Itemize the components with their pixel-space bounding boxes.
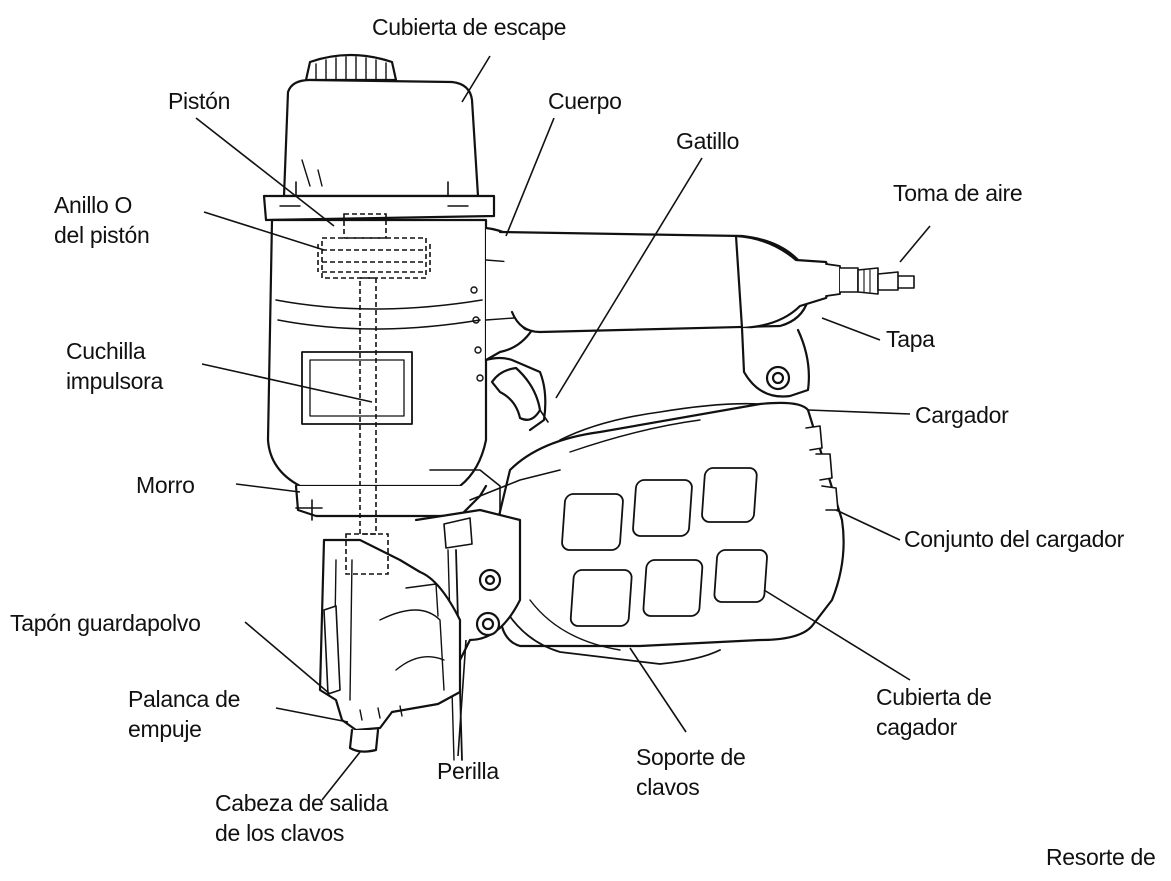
magazine-bracket <box>740 326 810 398</box>
label-push-lever: Palanca de empuje <box>128 686 241 742</box>
trigger-guard <box>484 356 547 432</box>
exhaust-cover <box>282 78 480 198</box>
leader-lines <box>195 55 931 801</box>
label-knob: Perilla <box>437 758 499 784</box>
label-piston: Pistón <box>168 88 231 114</box>
nail-outlet <box>348 728 380 753</box>
label-nail-holder: Soporte de clavos <box>636 744 746 800</box>
trigger <box>490 366 542 421</box>
label-cap: Tapa <box>886 326 935 352</box>
air-fitting <box>857 267 879 295</box>
label-nose: Morro <box>136 472 195 498</box>
label-magazine-assembly: Conjunto del cargador <box>904 526 1125 552</box>
label-magazine-cover: Cubierta de cagador <box>876 684 992 740</box>
end-cap <box>734 234 832 330</box>
exhaust-cap <box>304 53 398 82</box>
cylinder-flange <box>262 194 496 222</box>
label-spring: Resorte de <box>1046 844 1156 870</box>
dust-cap <box>323 605 341 695</box>
piston-internals <box>317 213 431 575</box>
label-driver-blade: Cuchilla impulsora <box>66 338 164 394</box>
label-air-inlet: Toma de aire <box>893 180 1023 206</box>
magazine-cover-panels <box>561 467 768 627</box>
lower-nose <box>318 538 462 732</box>
label-trigger: Gatillo <box>676 128 740 154</box>
magazine <box>496 401 845 648</box>
label-exhaust-cover: Cubierta de escape <box>372 14 567 40</box>
label-piston-o-ring: Anillo O del pistón <box>54 192 150 248</box>
cylinder-body <box>266 218 488 488</box>
label-dust-cap: Tapón guardapolvo <box>10 610 201 636</box>
label-nail-outlet: Cabeza de salida de los clavos <box>215 790 388 846</box>
nail-holder <box>499 599 721 665</box>
label-magazine: Cargador <box>915 402 1009 428</box>
label-body: Cuerpo <box>548 88 622 114</box>
nose <box>294 484 488 518</box>
